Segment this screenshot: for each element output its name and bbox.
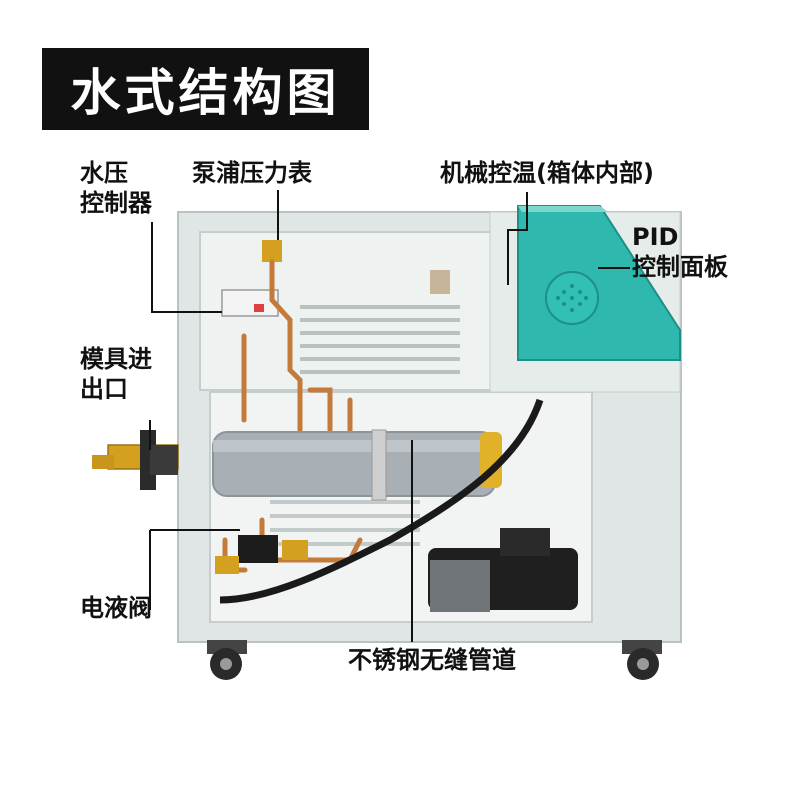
- vent-slots-upper: [300, 305, 460, 374]
- label-solenoid-valve: 电液阀: [80, 594, 152, 622]
- pressure-gauge-fitting: [262, 240, 282, 262]
- title-banner: 水式结构图: [42, 48, 369, 130]
- label-pid-panel: PID 控制面板: [632, 222, 728, 282]
- solenoid-valve: [215, 535, 308, 574]
- label-mold-inlet-outlet-line2: 出口: [80, 375, 128, 403]
- label-water-pressure-controller: 水压 控制器: [80, 158, 152, 218]
- label-water-pressure-controller-line2: 控制器: [80, 189, 152, 217]
- label-mold-inlet-outlet-line1: 模具进: [80, 345, 152, 373]
- label-water-pressure-controller-line1: 水压: [80, 159, 128, 187]
- page-title: 水式结构图: [70, 64, 341, 122]
- power-cable: [219, 398, 544, 604]
- wheel-icon: [207, 640, 662, 680]
- mold-inlet-outlet-fittings: [92, 430, 179, 490]
- speaker-grille-icon: [545, 271, 599, 325]
- label-stainless-pipe: 不锈钢无缝管道: [348, 646, 516, 674]
- vent-slots-lower: [270, 500, 420, 546]
- label-mechanical-temp-control: 机械控温(箱体内部): [440, 159, 654, 187]
- leader-lines: [149, 190, 630, 642]
- label-pid-panel-line1: PID: [632, 223, 679, 251]
- label-pump-pressure-gauge: 泵浦压力表: [192, 159, 312, 187]
- label-mold-inlet-outlet: 模具进 出口: [80, 344, 152, 404]
- pump-motor: [428, 528, 578, 612]
- label-pid-panel-line2: 控制面板: [632, 253, 728, 281]
